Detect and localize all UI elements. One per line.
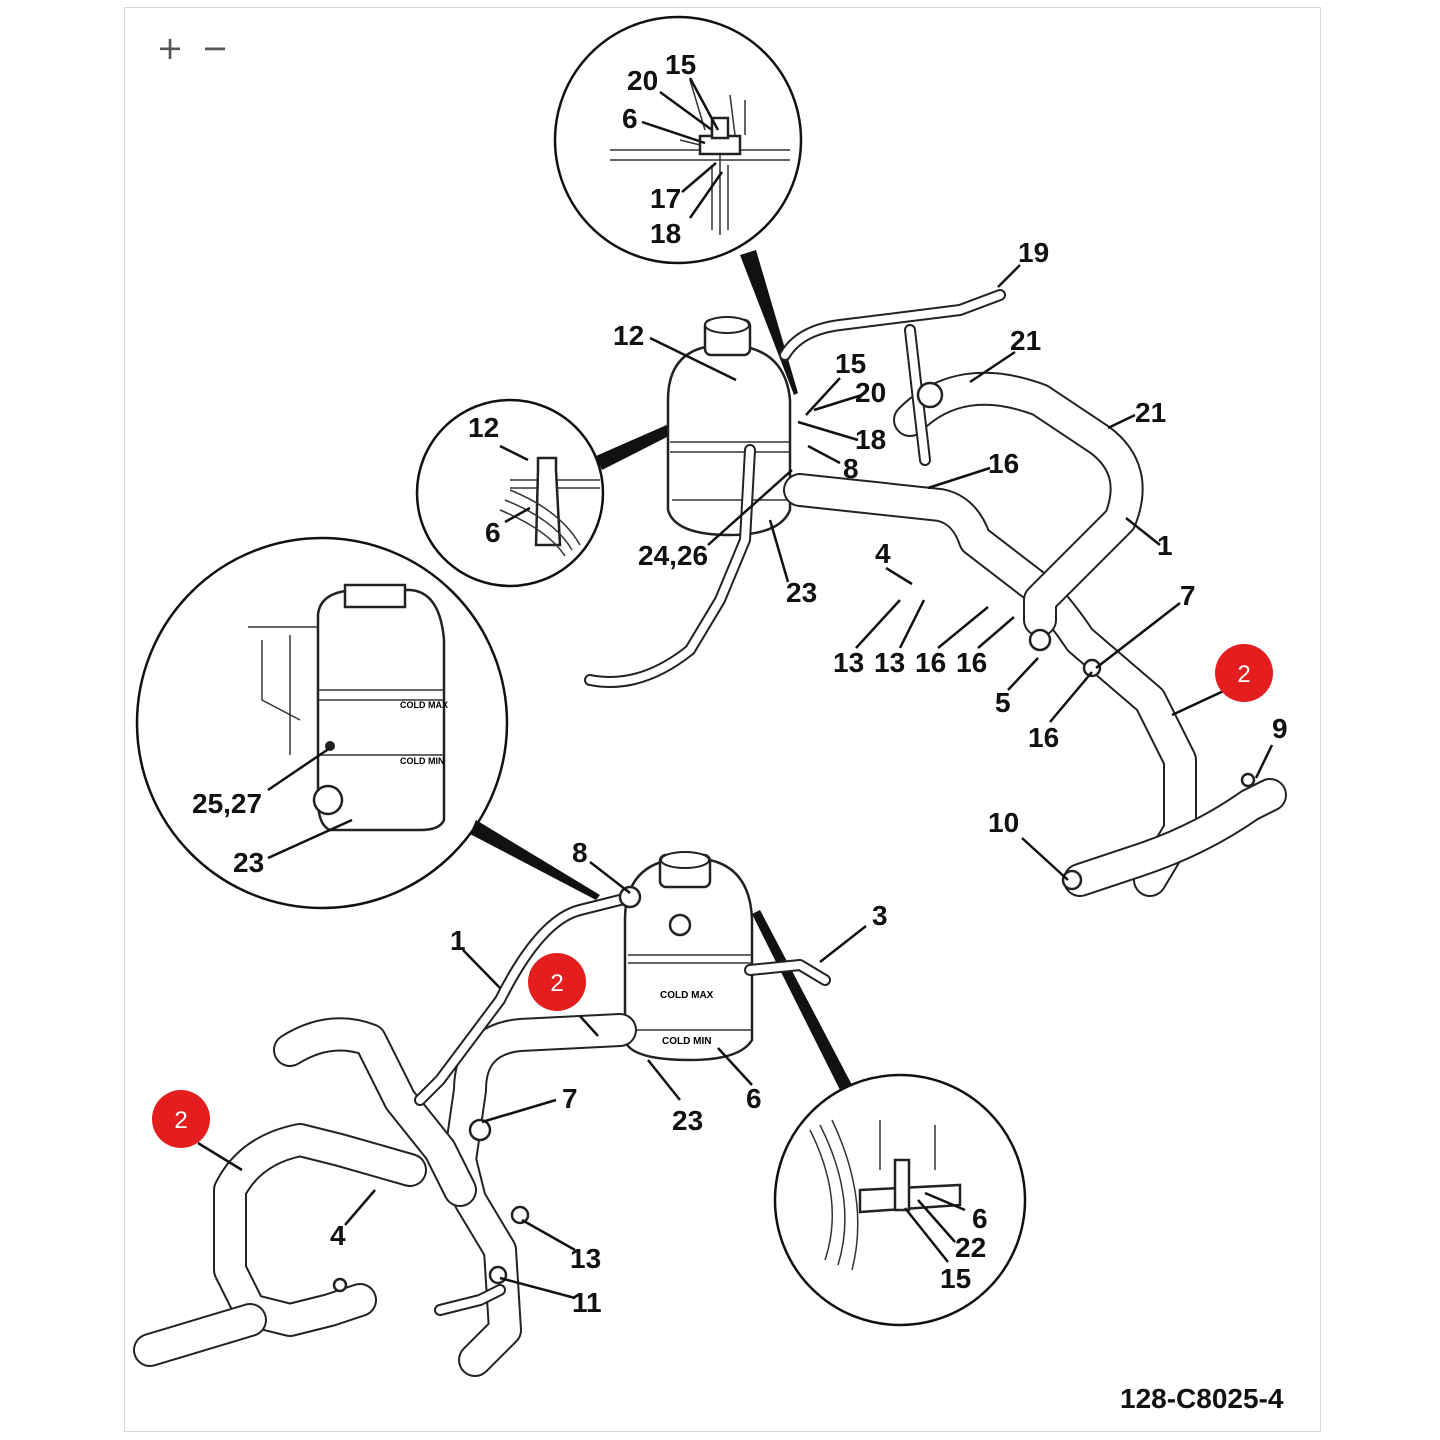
callout-4: 4 [875, 538, 891, 569]
callout-15: 15 [665, 49, 696, 80]
leader-lines [197, 77, 1274, 1300]
callout-23: 23 [233, 847, 264, 878]
callout-5: 5 [995, 687, 1011, 718]
callout-6: 6 [622, 103, 638, 134]
callout-13: 13 [833, 647, 864, 678]
callout-1: 1 [450, 925, 466, 956]
marker-2-center[interactable]: 2 [528, 953, 586, 1011]
callout-1: 1 [1157, 530, 1173, 561]
callout-8: 8 [843, 453, 859, 484]
callout-7: 7 [562, 1083, 578, 1114]
callout-10: 10 [988, 807, 1019, 838]
svg-text:COLD MAX: COLD MAX [660, 990, 714, 1001]
callout-4: 4 [330, 1220, 346, 1251]
svg-text:2: 2 [1237, 661, 1250, 688]
svg-text:2: 2 [550, 970, 563, 997]
callout-15: 15 [940, 1263, 971, 1294]
callout-13: 13 [874, 647, 905, 678]
callout-16: 16 [915, 647, 946, 678]
svg-text:COLD MIN: COLD MIN [662, 1036, 711, 1047]
callout-13: 13 [570, 1243, 601, 1274]
callout-25-27: 25,27 [192, 788, 262, 819]
callout-23: 23 [672, 1105, 703, 1136]
callout-16: 16 [956, 647, 987, 678]
detail-tank-side: COLD MAX COLD MIN [135, 536, 600, 910]
callout-24-26: 24,26 [638, 540, 708, 571]
callout-15: 15 [835, 348, 866, 379]
callout-23: 23 [786, 577, 817, 608]
callout-21: 21 [1010, 325, 1041, 356]
zoom-out-button[interactable]: − [201, 29, 229, 67]
marker-2-left[interactable]: 2 [152, 1090, 210, 1148]
callout-18: 18 [650, 218, 681, 249]
bottom-assembly: COLD MAX COLD MIN [133, 851, 831, 1377]
callout-21: 21 [1135, 397, 1166, 428]
svg-text:2: 2 [174, 1107, 187, 1134]
callout-9: 9 [1272, 713, 1288, 744]
callout-18: 18 [855, 424, 886, 455]
callout-20: 20 [855, 377, 886, 408]
svg-text:COLD MAX: COLD MAX [400, 700, 448, 710]
callout-17: 17 [650, 183, 681, 214]
callout-20: 20 [627, 65, 658, 96]
callout-6: 6 [485, 517, 501, 548]
detail-bottom-right [752, 910, 1027, 1327]
svg-text:COLD MIN: COLD MIN [400, 756, 445, 766]
marker-2-right[interactable]: 2 [1215, 644, 1273, 702]
callout-7: 7 [1180, 580, 1196, 611]
callout-11: 11 [572, 1287, 602, 1318]
callout-labels: 20 15 6 17 18 19 12 15 21 20 21 18 12 8 … [192, 49, 1288, 1318]
callout-22: 22 [955, 1232, 986, 1263]
callout-12: 12 [468, 412, 499, 443]
diagram-code: 128-C8025-4 [1120, 1383, 1284, 1414]
top-assembly [584, 289, 1287, 897]
callout-12: 12 [613, 320, 644, 351]
callout-16: 16 [988, 448, 1019, 479]
callout-6: 6 [746, 1083, 762, 1114]
callout-16: 16 [1028, 722, 1059, 753]
callout-3: 3 [872, 900, 888, 931]
zoom-in-button[interactable]: + [156, 29, 184, 67]
callout-8: 8 [572, 837, 588, 868]
callout-6: 6 [972, 1203, 988, 1234]
callout-19: 19 [1018, 237, 1049, 268]
